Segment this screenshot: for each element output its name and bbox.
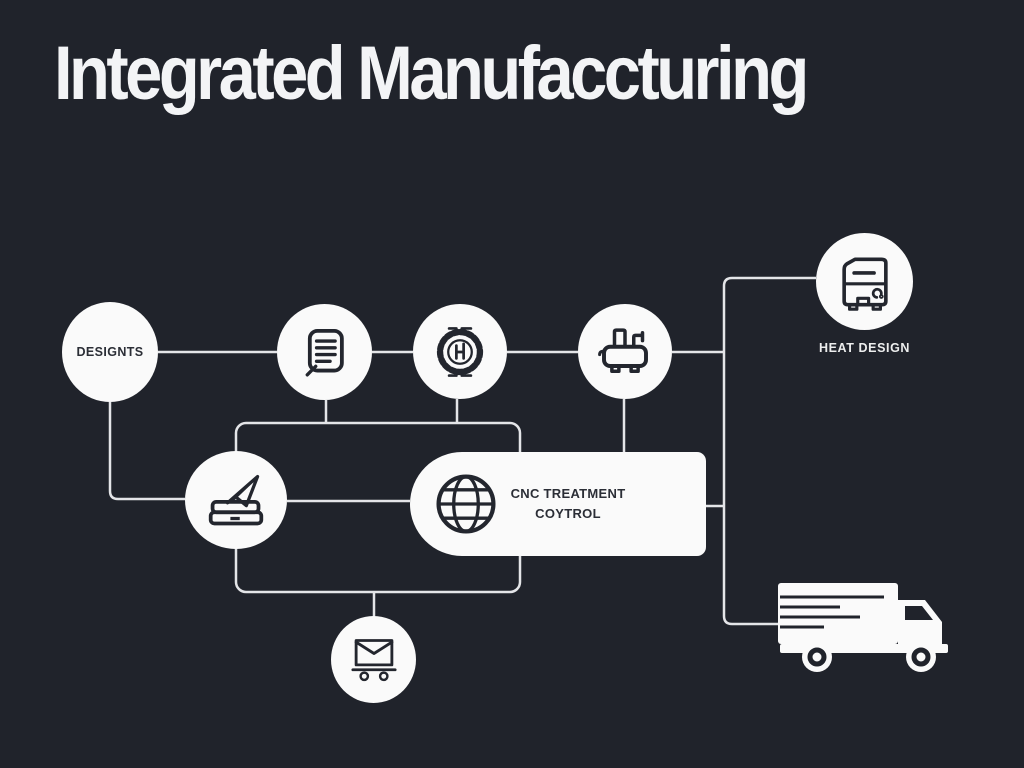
machine-tub-icon: [597, 324, 653, 380]
page-title: Integrated Manufaccturing: [54, 31, 809, 116]
node-seal: [413, 304, 507, 399]
paper-plane-laptop-icon: [206, 470, 266, 530]
mail-cart-icon: [348, 634, 400, 686]
node-notes: [277, 304, 372, 400]
node-designs: DESIGNTS: [62, 302, 158, 402]
cnc-label-line2: COYTROL: [535, 506, 601, 521]
heat-design-label: HEAT DESIGN: [818, 341, 911, 355]
node-heat-design: [816, 233, 913, 330]
node-send-device: [185, 451, 287, 549]
node-wash-machine: [578, 304, 672, 399]
globe-icon: [432, 470, 500, 538]
delivery-truck-icon: [766, 576, 958, 679]
cnc-control-node: CNC TREATMENT COYTROL: [410, 452, 706, 556]
note-document-icon: [298, 325, 352, 379]
seal-stamp-icon: [431, 323, 489, 381]
cnc-control-label: CNC TREATMENT COYTROL: [500, 484, 636, 524]
node-mail-cart: [331, 616, 416, 703]
cnc-label-line1: CNC TREATMENT: [510, 485, 626, 501]
designs-label: DESIGNTS: [76, 345, 144, 359]
heat-machine-icon: [836, 253, 894, 311]
